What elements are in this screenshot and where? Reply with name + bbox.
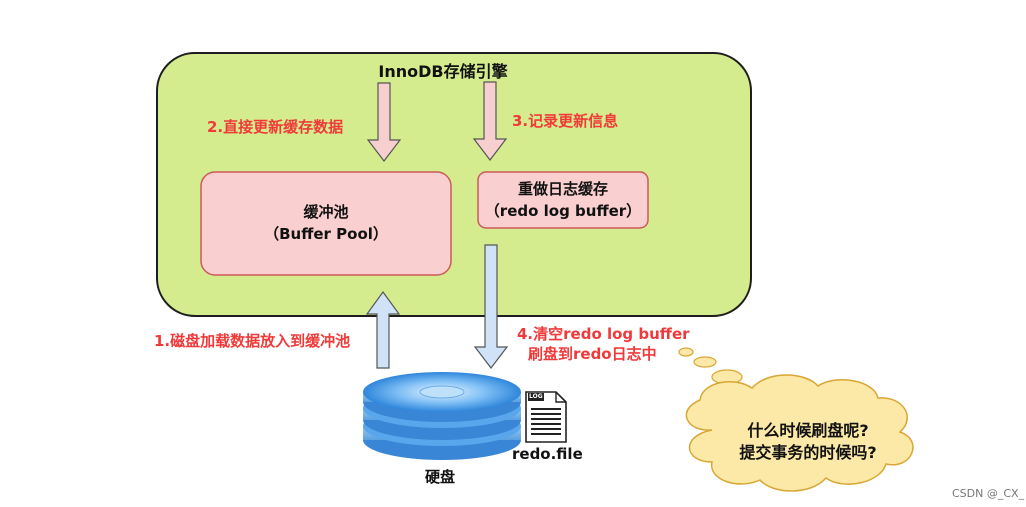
arrow-record-update — [472, 81, 508, 161]
step-4-label-line2: 刷盘到redo日志中 — [528, 345, 657, 363]
log-file-label: redo.file — [512, 445, 583, 463]
thought-bubble-line1: 什么时候刷盘呢? — [747, 421, 869, 440]
disk-label: 硬盘 — [425, 468, 456, 486]
buffer-pool-name: 缓冲池 — [303, 203, 349, 221]
log-file-icon — [525, 391, 567, 443]
step-3-label: 3.记录更新信息 — [512, 112, 619, 130]
redo-log-buffer-en: （redo log buffer） — [484, 202, 642, 220]
redo-log-buffer-box — [477, 171, 649, 229]
thought-bubble-text: 什么时候刷盘呢? 提交事务的时候吗? — [728, 420, 888, 464]
buffer-pool-box — [200, 171, 452, 276]
buffer-pool-label: 缓冲池 （Buffer Pool） — [201, 201, 451, 245]
disk-icon — [363, 372, 521, 460]
arrow-flush-redo — [473, 244, 509, 369]
step-1-label: 1.磁盘加载数据放入到缓冲池 — [154, 332, 351, 350]
buffer-pool-en: （Buffer Pool） — [264, 225, 388, 243]
redo-log-buffer-label: 重做日志缓存 （redo log buffer） — [478, 178, 648, 222]
step-4-label-line1: 4.清空redo log buffer — [517, 325, 690, 343]
arrow-update-cache — [366, 82, 402, 162]
log-file-tag: LOG — [529, 393, 543, 400]
watermark: CSDN @_CX_ — [952, 487, 1025, 500]
thought-bubble-line2: 提交事务的时候吗? — [739, 443, 877, 462]
arrow-load-from-disk — [365, 290, 401, 369]
redo-log-buffer-name: 重做日志缓存 — [517, 180, 608, 198]
engine-title: InnoDB存储引擎 — [378, 62, 508, 81]
thought-bubble — [678, 347, 914, 492]
step-2-label: 2.直接更新缓存数据 — [207, 118, 344, 136]
